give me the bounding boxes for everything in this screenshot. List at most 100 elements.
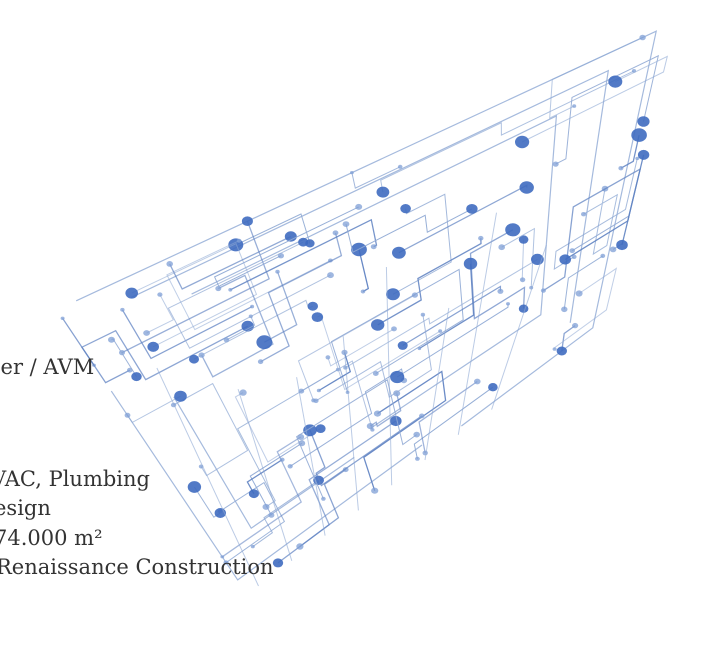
circuit-node (287, 464, 293, 469)
circuit-node (166, 261, 173, 267)
circuit-node (124, 412, 131, 418)
circuit-trace (521, 239, 525, 281)
circuit-node (422, 450, 428, 456)
circuit-trace (121, 306, 253, 360)
circuit-node (572, 104, 577, 108)
circuit-node (616, 239, 628, 251)
circuit-node (236, 238, 242, 243)
circuit-guide-line (424, 307, 450, 461)
circuit-node (108, 336, 115, 343)
circuit-trace (555, 54, 660, 165)
circuit-node (147, 341, 159, 352)
circuit-node (315, 424, 326, 433)
circuit-node (296, 543, 304, 550)
circuit-node (505, 223, 521, 237)
circuit-node (571, 254, 577, 259)
circuit-node (307, 301, 318, 311)
circuit-node (506, 302, 510, 306)
circuit-node (498, 244, 506, 251)
circuit-trace (564, 154, 645, 261)
circuit-node (415, 456, 420, 461)
circuit-trace (131, 243, 258, 348)
circuit-node (639, 34, 646, 41)
circuit-guide-line (342, 336, 359, 511)
circuit-trace (549, 37, 643, 119)
circuit-node (420, 312, 426, 317)
circuit-node (635, 156, 640, 161)
circuit-trace (297, 294, 416, 401)
circuit-frame-trace (110, 390, 423, 581)
circuit-node (581, 212, 587, 217)
circuit-node (609, 246, 617, 253)
info-line-area: 74.000 m² (0, 526, 103, 550)
circuit-trace (351, 166, 401, 189)
info-line-contractor: Renaissance Construction (0, 555, 274, 579)
circuit-node (419, 413, 425, 419)
circuit-node (120, 307, 125, 312)
circuit-trace (213, 206, 359, 287)
circuit-trace (620, 134, 640, 169)
circuit-node (478, 235, 484, 241)
circuit-node (366, 423, 374, 430)
circuit-node (637, 149, 650, 160)
circuit-node (518, 235, 529, 244)
circuit-trace (380, 70, 635, 193)
circuit-guide-line (457, 212, 497, 435)
circuit-node (241, 216, 253, 226)
circuit-node (463, 257, 478, 270)
circuit-trace (263, 271, 298, 343)
circuit-node (488, 383, 498, 392)
circuit-node (332, 230, 339, 236)
circuit-trace (127, 395, 181, 424)
circuit-trace (235, 213, 311, 246)
circuit-node (250, 544, 255, 549)
circuit-node (561, 306, 568, 313)
circuit-trace (363, 370, 447, 491)
circuit-node (631, 128, 647, 142)
circuit-node (360, 289, 366, 294)
circuit-node (370, 244, 377, 250)
circuit-node (131, 372, 142, 382)
circuit-node (311, 312, 324, 322)
circuit-trace (201, 274, 274, 378)
circuit-node (248, 489, 259, 499)
circuit-node (275, 269, 280, 274)
circuit-trace (301, 360, 373, 430)
circuit-node (556, 346, 567, 356)
circuit-node (311, 398, 316, 403)
info-line-scope: esign (0, 496, 51, 520)
circuit-node (371, 319, 385, 331)
circuit-frame-trace (75, 30, 658, 427)
circuit-trace (413, 386, 494, 459)
circuit-node (376, 186, 390, 198)
circuit-trace (330, 268, 464, 393)
circuit-trace (318, 352, 352, 392)
circuit-guide-line (491, 244, 547, 410)
circuit-trace (377, 238, 482, 326)
circuit-node (397, 164, 403, 169)
circuit-node (239, 389, 247, 396)
circuit-node (391, 326, 397, 332)
circuit-trace (418, 380, 478, 454)
circuit-guide-line (237, 388, 293, 561)
circuit-node (497, 288, 504, 294)
circuit-trace (469, 229, 526, 320)
circuit-trace (583, 188, 619, 256)
circuit-trace (226, 316, 256, 341)
circuit-frame-trace (131, 69, 610, 323)
circuit-trace (309, 415, 423, 487)
circuit-node (575, 290, 583, 297)
circuit-node (559, 254, 571, 265)
circuit-trace (146, 294, 174, 334)
circuit-node (540, 288, 546, 293)
circuit-node (372, 371, 379, 376)
circuit-node (519, 181, 534, 194)
circuit-node (228, 288, 233, 292)
circuit-trace (167, 241, 331, 349)
circuit-node (400, 204, 411, 214)
circuit-node (187, 481, 202, 493)
circuit-node (215, 285, 222, 292)
circuit-node (262, 503, 270, 510)
circuit-node (143, 330, 151, 336)
